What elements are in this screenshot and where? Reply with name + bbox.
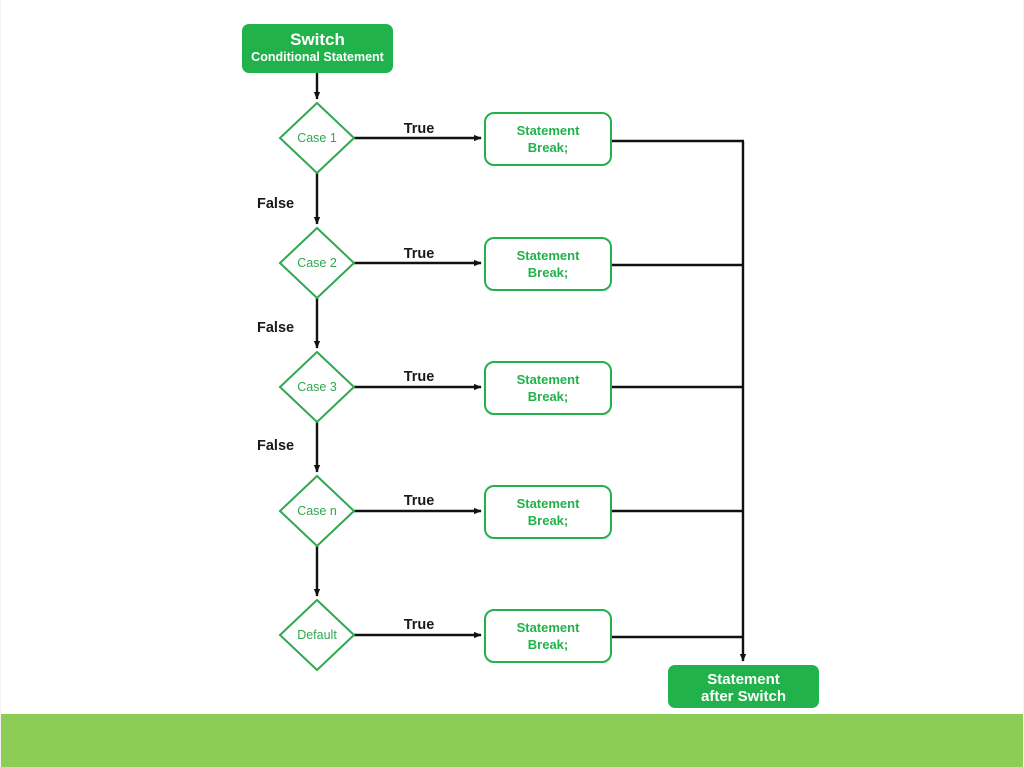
statement-node-2[interactable]: Statement Break; (484, 237, 612, 291)
edge-label-false-3: False (257, 438, 294, 454)
switch-node-title: Switch (290, 30, 345, 49)
statement-node-2-line1: Statement (517, 248, 581, 263)
edge-label-false-1: False (257, 196, 294, 212)
edge-label-false-2: False (257, 320, 294, 336)
decision-case-3[interactable]: Case 3 (278, 350, 356, 424)
edge-label-true-1: True (404, 121, 435, 137)
statement-after-switch-node[interactable]: Statement after Switch (668, 665, 819, 708)
decision-case-2-label: Case 2 (297, 256, 337, 270)
statement-node-2-line2: Break; (528, 265, 568, 280)
statement-node-4[interactable]: Statement Break; (484, 485, 612, 539)
statement-node-5-line1: Statement (517, 620, 581, 635)
decision-case-1[interactable]: Case 1 (278, 101, 356, 175)
decision-case-1-label: Case 1 (297, 131, 337, 145)
statement-node-1-line1: Statement (517, 123, 581, 138)
edge-label-true-3: True (404, 369, 435, 385)
statement-node-1[interactable]: Statement Break; (484, 112, 612, 166)
statement-node-4-line2: Break; (528, 513, 568, 528)
statement-node-3[interactable]: Statement Break; (484, 361, 612, 415)
statement-after-switch-line2: after Switch (701, 688, 786, 705)
switch-node-subtitle: Conditional Statement (251, 50, 384, 64)
statement-node-3-line1: Statement (517, 372, 581, 387)
statement-node-3-line2: Break; (528, 389, 568, 404)
decision-case-3-label: Case 3 (297, 380, 337, 394)
edge-label-true-2: True (404, 246, 435, 262)
decision-case-2[interactable]: Case 2 (278, 226, 356, 300)
decision-case-n[interactable]: Case n (278, 474, 356, 548)
statement-node-5[interactable]: Statement Break; (484, 609, 612, 663)
decision-default-label: Default (297, 628, 337, 642)
edge-label-true-4: True (404, 493, 435, 509)
decision-case-n-label: Case n (297, 504, 337, 518)
switch-node[interactable]: Switch Conditional Statement (242, 24, 393, 73)
footer-bar (1, 714, 1023, 767)
edge-label-true-5: True (404, 617, 435, 633)
statement-node-5-line2: Break; (528, 637, 568, 652)
statement-after-switch-line1: Statement (707, 671, 780, 688)
decision-default[interactable]: Default (278, 598, 356, 672)
statement-node-4-line1: Statement (517, 496, 581, 511)
statement-node-1-line2: Break; (528, 140, 568, 155)
